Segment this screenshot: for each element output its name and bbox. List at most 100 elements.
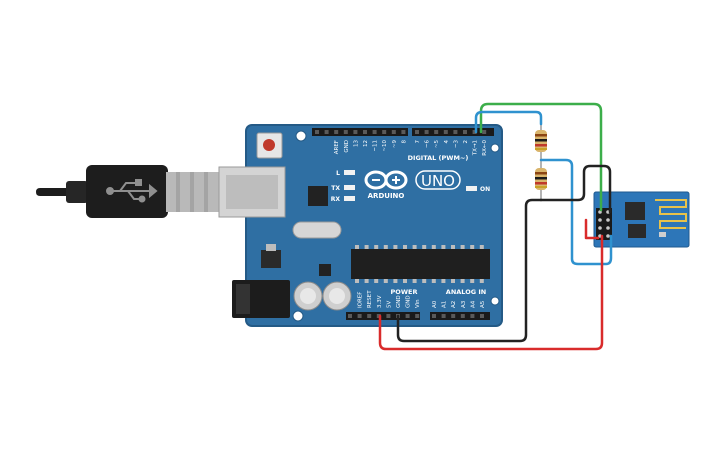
- header-hole[interactable]: [405, 314, 410, 318]
- wire-black-gnd[interactable]: [396, 198, 543, 343]
- module-led: [659, 232, 666, 237]
- usb-cable-boot: [66, 181, 88, 203]
- pin-label: A0: [432, 300, 438, 308]
- header-hole[interactable]: [472, 130, 477, 134]
- reset-button[interactable]: [263, 139, 275, 151]
- pin-label: A1: [442, 301, 448, 308]
- pin-label: Vin: [415, 299, 421, 308]
- header-hole[interactable]: [386, 314, 391, 318]
- pin-label: ~9: [392, 140, 398, 149]
- digital-header-left[interactable]: [312, 128, 408, 136]
- wire-green[interactable]: [479, 102, 603, 212]
- header-hole[interactable]: [451, 314, 456, 318]
- pin-label: GND: [396, 295, 402, 308]
- crystal-oscillator: [292, 221, 342, 239]
- header-hole[interactable]: [434, 130, 439, 134]
- esp8266-wifi-module[interactable]: [593, 191, 690, 248]
- header-hole[interactable]: [367, 314, 372, 318]
- chip-pin: [422, 245, 427, 249]
- antenna-trace: [655, 199, 687, 229]
- header-hole[interactable]: [343, 130, 348, 134]
- header-hole[interactable]: [401, 130, 406, 134]
- chip-pin: [403, 245, 407, 249]
- led-label-rx: RX: [331, 196, 341, 203]
- chip-pin: [393, 279, 398, 283]
- chip-pin: [383, 245, 388, 249]
- digital-header-label: DIGITAL (PWM~): [408, 154, 469, 162]
- header-hole[interactable]: [443, 130, 448, 134]
- pin-label: A4: [470, 300, 476, 308]
- chip-pin: [393, 245, 398, 249]
- chip-pin: [412, 245, 417, 249]
- pin-label: ~3: [453, 140, 459, 149]
- model-label: UNO: [421, 172, 455, 190]
- analog-header[interactable]: [430, 312, 490, 320]
- header-hole[interactable]: [453, 130, 458, 134]
- header-hole[interactable]: [334, 130, 339, 134]
- header-hole[interactable]: [363, 130, 367, 134]
- wires: [378, 102, 613, 351]
- chip-pin: [364, 279, 369, 283]
- chip-pin: [422, 279, 427, 283]
- chip-pin: [412, 279, 417, 283]
- pin-label: ~10: [382, 140, 388, 152]
- header-hole[interactable]: [415, 130, 419, 134]
- header-hole[interactable]: [470, 314, 475, 318]
- pin-label: ~5: [434, 140, 440, 149]
- header-hole[interactable]: [391, 130, 396, 134]
- chip-pin: [374, 245, 379, 249]
- digital-header-right[interactable]: [412, 128, 494, 136]
- wire-red-3v3[interactable]: [378, 234, 604, 351]
- pin-label: 7: [415, 140, 421, 144]
- pin-label: A3: [461, 300, 467, 308]
- arduino-uno-board[interactable]: L TX RX ON ARDUINO UNO DIGITAL (PWM~) AR…: [218, 124, 503, 327]
- chip-pin: [355, 279, 359, 283]
- pin-label: RX←0: [482, 140, 488, 156]
- chip-pin: [355, 245, 359, 249]
- header-hole[interactable]: [441, 314, 446, 318]
- pin-label: 3.3V: [377, 295, 383, 308]
- model-badge: [415, 170, 461, 190]
- header-hole[interactable]: [482, 130, 487, 134]
- pin-label: 8: [401, 140, 407, 144]
- header-hole[interactable]: [324, 130, 329, 134]
- mounting-hole: [295, 130, 307, 142]
- header-hole[interactable]: [480, 314, 484, 318]
- chip-pin: [374, 279, 379, 283]
- header-hole[interactable]: [432, 314, 436, 318]
- pin-label: 5V: [386, 301, 392, 308]
- resistor-2[interactable]: [535, 160, 547, 200]
- usb-symbol-icon: [106, 179, 158, 203]
- mounting-hole: [490, 143, 500, 153]
- power-header[interactable]: [346, 312, 420, 320]
- chip-pin: [451, 279, 455, 283]
- header-hole[interactable]: [348, 314, 352, 318]
- wire-black-module[interactable]: [539, 164, 612, 214]
- pin-label: GND: [406, 295, 412, 308]
- header-hole[interactable]: [460, 314, 465, 318]
- wire-blue-divider[interactable]: [539, 158, 613, 266]
- header-hole[interactable]: [463, 130, 467, 134]
- wire-blue-rx[interactable]: [474, 110, 543, 134]
- header-hole[interactable]: [415, 314, 420, 318]
- header-hole[interactable]: [357, 314, 362, 318]
- pin-label: 2: [463, 140, 469, 144]
- chip-pin: [479, 245, 484, 249]
- chip-pin: [470, 279, 475, 283]
- pin-label: A2: [451, 301, 457, 308]
- header-hole[interactable]: [424, 130, 429, 134]
- header-hole[interactable]: [372, 130, 377, 134]
- power-header-label: POWER: [391, 288, 418, 296]
- pin-label: RESET: [367, 290, 373, 308]
- usb-cable-strain-tip: [36, 188, 68, 196]
- chip-pin: [479, 279, 484, 283]
- wire-red-enable[interactable]: [584, 218, 600, 240]
- mounting-hole: [490, 296, 500, 306]
- header-hole[interactable]: [315, 130, 319, 134]
- header-hole[interactable]: [353, 130, 358, 134]
- header-hole[interactable]: [382, 130, 387, 134]
- analog-header-label: ANALOG IN: [446, 288, 486, 296]
- resistor-1[interactable]: [535, 120, 547, 160]
- usb-interface-chip: [308, 186, 328, 206]
